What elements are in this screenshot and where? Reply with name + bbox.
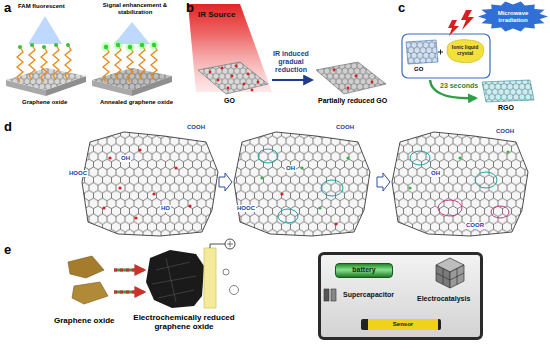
microwave-burst: Microwave irradiation bbox=[478, 1, 548, 32]
time-label: 23 seconds bbox=[440, 82, 478, 90]
node-label: Sensor bbox=[393, 321, 413, 328]
ir-reduction-scheme bbox=[188, 4, 386, 94]
reagent-blob: Ionic liquid crystal bbox=[444, 38, 486, 64]
node-label: Ionic liquid crystal bbox=[448, 45, 482, 57]
material-label: GO bbox=[414, 66, 423, 73]
panel-letter: a bbox=[4, 1, 11, 16]
caption-text: FAM fluorescent bbox=[18, 3, 65, 10]
sensor-icon: Sensor bbox=[361, 319, 441, 330]
caption-text: Signal enhancement & stabilization bbox=[98, 2, 172, 16]
node-label: Microwave irradiation bbox=[493, 10, 533, 24]
group-label: OH bbox=[430, 170, 441, 177]
material-label: Electrochemically reduced graphene oxide bbox=[128, 313, 240, 331]
glass-slide-right bbox=[92, 22, 172, 96]
group-label: OH bbox=[120, 155, 131, 162]
group-label: HOOC bbox=[68, 170, 88, 177]
substrate-label: Annealed graphene oxide bbox=[100, 99, 173, 106]
group-label: COOH bbox=[335, 124, 355, 131]
application-label: Electrocatalysis bbox=[417, 295, 470, 303]
group-label: HOOC bbox=[236, 205, 256, 212]
group-label: HO bbox=[160, 205, 171, 212]
glass-slide-left bbox=[6, 16, 86, 96]
panel-letter: c bbox=[398, 1, 405, 16]
source-label: IR Source bbox=[198, 10, 235, 19]
material-label: GO bbox=[224, 97, 235, 105]
group-label: OH bbox=[285, 165, 296, 172]
material-label: Graphene oxide bbox=[54, 316, 114, 325]
arrow-label: IR induced gradual reduction bbox=[264, 50, 318, 74]
material-label: RGO bbox=[498, 104, 514, 112]
application-label: Supercapacitor bbox=[343, 291, 394, 299]
application-panel: SupercapacitorElectrocatalysis batterySen… bbox=[318, 252, 483, 340]
electrochemical-reduction bbox=[68, 239, 483, 340]
panel-letter: e bbox=[4, 243, 11, 258]
node-label: battery bbox=[352, 266, 375, 274]
group-label: COOH bbox=[495, 128, 515, 135]
panel-letter: b bbox=[186, 1, 194, 16]
battery-icon: battery bbox=[335, 263, 393, 278]
group-label: COOH bbox=[186, 124, 206, 131]
group-label: COOR bbox=[465, 222, 485, 229]
substrate-label: Graphene oxide bbox=[22, 99, 67, 106]
structure-evolution bbox=[82, 132, 528, 236]
material-label: Partially reduced GO bbox=[318, 97, 387, 105]
panel-letter: d bbox=[4, 120, 12, 135]
